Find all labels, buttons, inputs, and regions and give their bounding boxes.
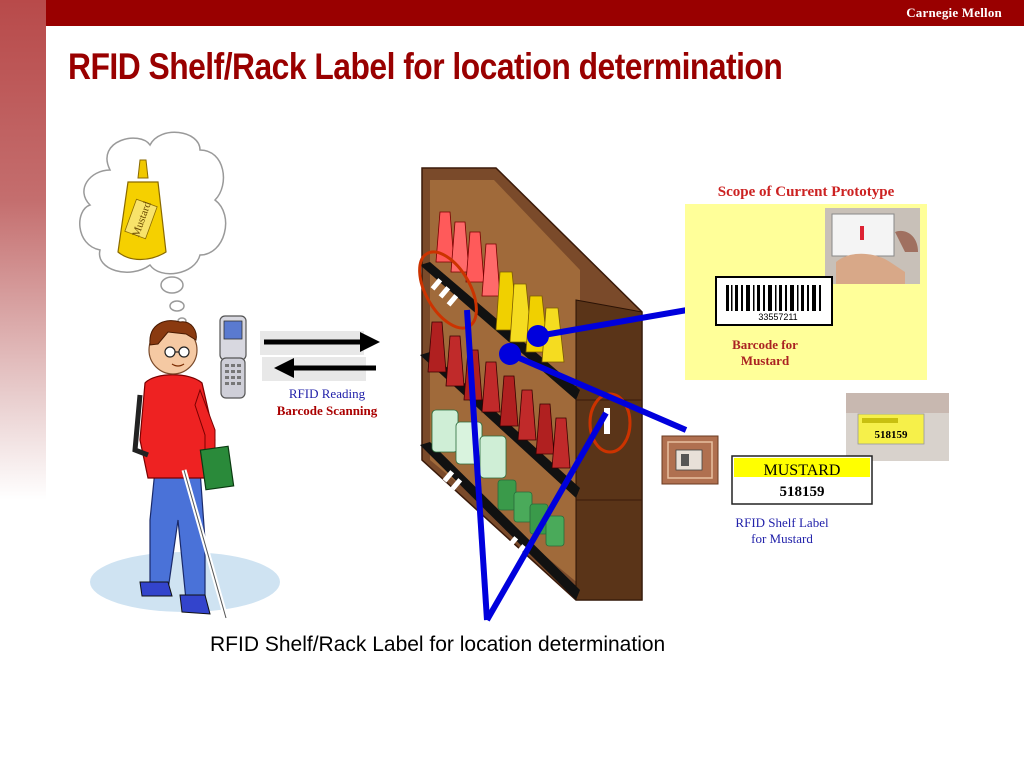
barcode-caption-line2: Mustard bbox=[741, 353, 790, 368]
shelf-tag-photo-number: 518159 bbox=[875, 429, 909, 441]
rfid-reading-label: RFID Reading bbox=[289, 386, 366, 401]
person-with-cane bbox=[90, 320, 280, 619]
bidirectional-arrows bbox=[260, 331, 380, 381]
barcode-graphic: 33557211 bbox=[715, 276, 833, 326]
barcode-number: 33557211 bbox=[758, 312, 797, 322]
barcode-caption-line1: Barcode for bbox=[732, 337, 798, 352]
slide-title: RFID Shelf/Rack Label for location deter… bbox=[68, 46, 783, 87]
mustard-bottle-icon: Mustard bbox=[117, 159, 167, 261]
shelf-label-number: 518159 bbox=[780, 484, 825, 500]
barcode-pointer-dot bbox=[527, 325, 549, 347]
mobile-phone-icon bbox=[219, 315, 247, 399]
rfid-pointer-dot bbox=[499, 343, 521, 365]
rfid-chip-icon bbox=[661, 435, 719, 485]
shelf-tag-photo: 518159 bbox=[846, 393, 949, 461]
pointer-lines bbox=[464, 302, 717, 622]
barcode-scanning-label: Barcode Scanning bbox=[277, 403, 378, 418]
store-shelf bbox=[420, 167, 643, 601]
rfid-caption-line2: for Mustard bbox=[751, 531, 813, 546]
thought-bubble: Mustard bbox=[79, 131, 227, 325]
mustard-shelf-label: MUSTARD 518159 bbox=[731, 455, 873, 505]
brand-logo: Carnegie Mellon bbox=[906, 5, 1002, 20]
top-bar: Carnegie Mellon bbox=[0, 0, 1024, 26]
slide-caption: RFID Shelf/Rack Label for location deter… bbox=[210, 633, 666, 656]
left-gradient-bar bbox=[0, 0, 46, 500]
prototype-title: Scope of Current Prototype bbox=[718, 184, 895, 200]
scanner-photo bbox=[825, 208, 920, 284]
shelf-label-name: MUSTARD bbox=[764, 462, 841, 479]
rfid-caption-line1: RFID Shelf Label bbox=[735, 515, 829, 530]
